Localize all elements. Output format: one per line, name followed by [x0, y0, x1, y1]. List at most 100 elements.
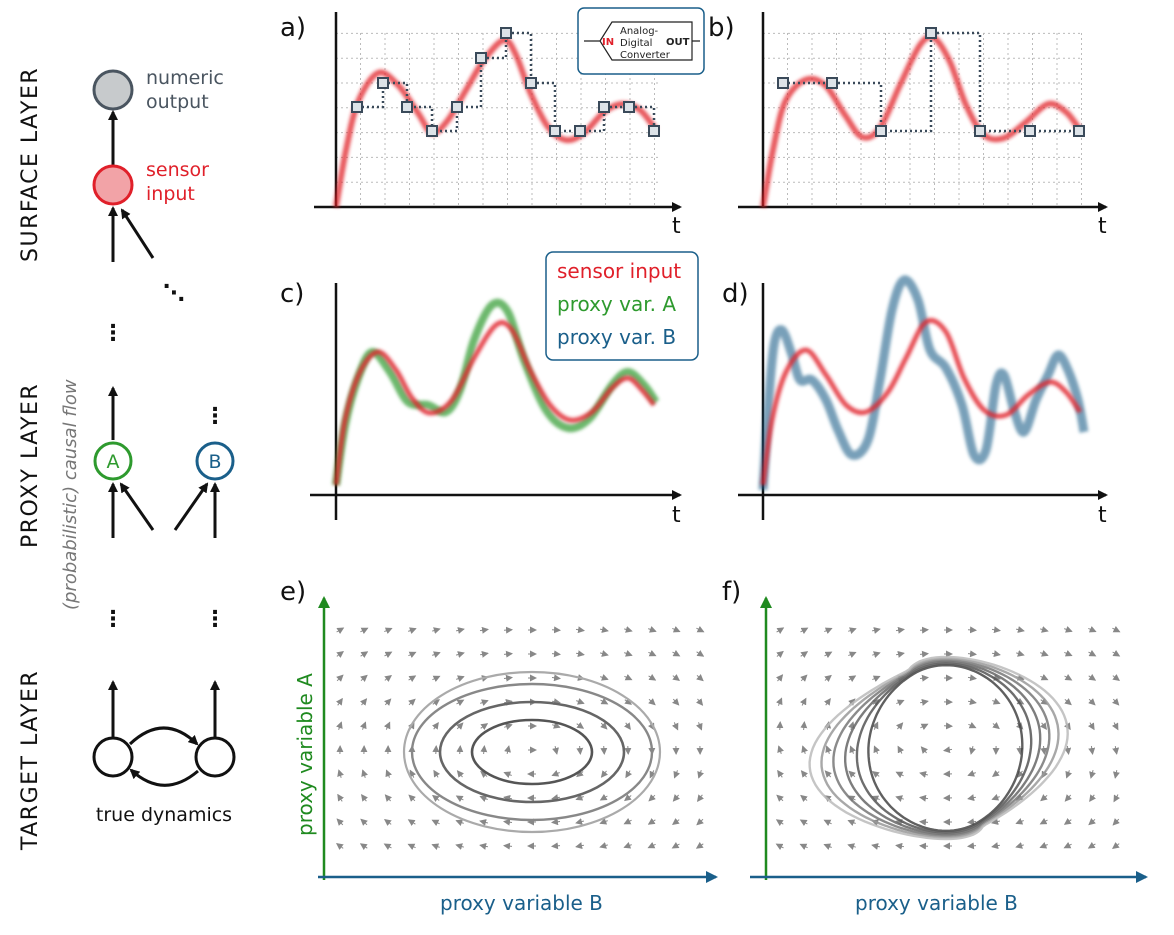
orbit-ellipse — [402, 670, 662, 834]
panel-a-t-label: t — [672, 214, 681, 239]
panel-d-sensor-curve — [760, 317, 1083, 486]
vector-arrow — [871, 843, 881, 850]
true-dynamics-label: true dynamics — [96, 804, 232, 826]
sample-marker — [598, 101, 610, 113]
legend-sensor: sensor input — [557, 259, 681, 283]
vector-arrow — [551, 770, 560, 777]
vector-arrow — [847, 843, 856, 850]
vector-arrow — [480, 699, 489, 706]
vector-arrow — [408, 794, 416, 802]
vector-arrow — [967, 818, 977, 826]
panel-b-label: b) — [708, 13, 735, 43]
adc-line2: Digital — [620, 38, 652, 49]
vector-arrow — [383, 818, 392, 826]
vector-arrow — [649, 770, 657, 779]
vector-arrow — [336, 818, 344, 826]
causal-flow-label: (probabilistic) causal flow — [60, 379, 81, 610]
vector-arrow — [648, 794, 656, 802]
vector-arrow — [671, 841, 680, 849]
vector-arrow — [824, 770, 832, 778]
vector-arrow — [1112, 673, 1120, 682]
vector-arrow — [503, 842, 513, 850]
vector-arrow — [456, 745, 464, 755]
vector-arrow — [359, 843, 368, 851]
vector-arrow — [503, 771, 512, 778]
vector-arrow — [967, 770, 976, 777]
vector-arrow — [671, 722, 679, 731]
vector-arrow — [1112, 698, 1120, 706]
vector-arrow — [552, 722, 561, 729]
vector-arrow — [624, 650, 633, 657]
orbit-ellipse — [470, 718, 594, 786]
vector-arrow — [432, 699, 441, 707]
vector-arrow — [1112, 649, 1121, 657]
vector-arrow — [624, 673, 633, 681]
proxy-b-node — [195, 441, 235, 481]
vector-arrow — [695, 841, 704, 849]
vector-arrow — [648, 698, 656, 706]
vector-arrow — [1015, 842, 1024, 849]
vector-arrow — [1112, 841, 1120, 850]
vector-arrow — [991, 842, 1001, 850]
vector-arrow — [824, 651, 833, 659]
vector-arrow — [696, 625, 705, 633]
vector-arrow — [456, 675, 465, 682]
vector-arrow — [799, 697, 807, 706]
vector-arrow — [479, 819, 489, 826]
vector-arrow — [967, 698, 977, 706]
vector-arrow — [696, 818, 704, 826]
sensor-input-label-2: input — [146, 183, 195, 205]
vector-arrow — [1016, 650, 1025, 657]
vector-arrow — [576, 650, 585, 658]
panel-c: c) t sensor input proxy var. A proxy var… — [280, 251, 699, 528]
numeric-output-label-1: numeric — [146, 67, 224, 89]
vector-arrow — [777, 769, 785, 778]
numeric-output-node — [92, 69, 134, 111]
vector-arrow — [456, 699, 465, 707]
vector-arrow — [575, 626, 585, 634]
proxy-a-node — [93, 441, 133, 481]
vector-arrow — [920, 723, 929, 731]
vector-arrow — [503, 626, 513, 634]
vector-arrow — [800, 794, 808, 802]
vector-arrow — [1016, 770, 1024, 778]
vector-arrow — [624, 697, 633, 705]
vector-arrow — [407, 819, 416, 826]
vector-arrow — [992, 722, 1000, 730]
vector-arrow — [599, 793, 608, 801]
sample-marker — [549, 125, 561, 137]
vector-arrow — [432, 651, 441, 658]
vector-arrow — [1088, 626, 1097, 633]
vector-arrow — [1040, 673, 1049, 681]
vector-arrow — [1088, 698, 1096, 706]
panel-a-sensor-curve — [333, 36, 659, 208]
vector-arrow — [991, 626, 1001, 634]
vector-arrow — [848, 675, 857, 683]
vector-arrow — [672, 794, 680, 802]
causal-diagram — [92, 69, 236, 787]
vector-arrow — [576, 745, 584, 755]
vector-arrow — [384, 698, 392, 706]
vector-arrow — [991, 818, 1001, 825]
vector-arrow — [1089, 794, 1097, 803]
sample-marker — [351, 101, 363, 113]
adc-in: IN — [602, 37, 614, 48]
vector-arrow — [599, 818, 608, 825]
vector-arrow — [1064, 698, 1072, 706]
vector-arrow — [1088, 745, 1096, 755]
panel-e-label: e) — [280, 577, 306, 607]
vector-arrow — [551, 842, 561, 850]
orbit-ellipse — [438, 700, 626, 804]
vector-arrow — [384, 674, 393, 682]
proxy-layer-label: PROXY LAYER — [18, 383, 43, 548]
sample-marker — [925, 27, 937, 39]
vector-arrow — [551, 650, 561, 658]
vector-arrow — [696, 794, 704, 803]
vector-arrow — [919, 698, 929, 706]
target-layer-label: TARGET LAYER — [18, 670, 43, 851]
vector-arrow — [600, 745, 608, 755]
panel-e-y-label: proxy variable A — [293, 673, 317, 836]
vector-arrow — [408, 675, 417, 683]
vector-arrow — [1087, 841, 1096, 849]
vector-arrow — [872, 699, 881, 707]
